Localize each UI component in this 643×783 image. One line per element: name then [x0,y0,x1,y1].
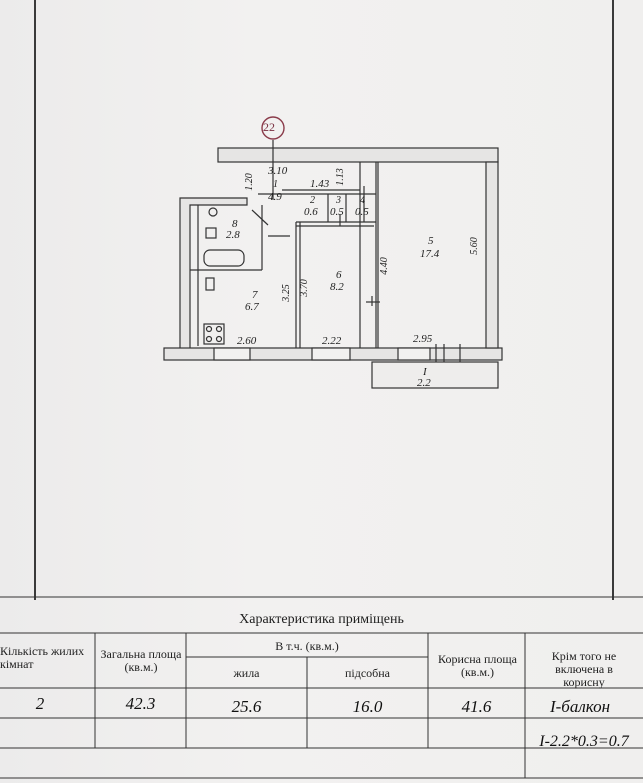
dim-room6-depth: 3.70 [298,279,310,297]
balcony-number: I [423,366,427,378]
room-6-number: 6 [336,269,342,281]
room-8-number: 8 [232,218,238,230]
plan-walls [163,140,503,389]
dim-room5-width: 2.95 [413,333,433,345]
dim-room5-inner: 4.40 [378,257,390,275]
room-2-number: 2 [310,195,315,206]
header-living-rooms: Кількість жилих кімнат [0,644,85,671]
value-living-rooms: 2 [35,694,45,713]
room-3-area: 0.5 [330,206,344,218]
value-living: 25.6 [231,697,262,716]
room-8-area: 2.8 [226,229,240,241]
dim-corridor-top: 3.10 [268,165,288,177]
dim-kitchen-depth: 3.25 [280,284,292,302]
room-5-number: 5 [428,235,434,247]
header-total-area: Загальна площа (кв.м.) [100,647,182,674]
value-formula: I-2.2*0.3=0.7 [539,733,629,750]
dim-room6-width: 2.22 [322,335,342,347]
room-3-number: 3 [336,195,341,206]
table-title: Характеристика приміщень [239,612,404,627]
header-including: В т.ч. (кв.м.) [275,639,339,653]
frame-border-left [34,0,36,600]
room-2-area: 0.6 [304,206,318,218]
axis-marker [261,116,285,140]
value-auxiliary: 16.0 [352,697,383,716]
header-useful-area: Корисна площа (кв.м.) [438,652,517,679]
room-6-area: 8.2 [330,281,344,293]
dim-corridor-left: 1.20 [243,173,255,191]
room-4-number: 4 [360,195,365,206]
frame-border-right [612,0,614,600]
room-1-area: 4.9 [268,191,282,203]
header-auxiliary: підсобна [344,666,391,680]
balcony-area: 2.2 [417,377,431,389]
floor-plan [163,116,503,389]
axis-marker-label: 22 [263,120,275,134]
value-useful-area: 41.6 [461,697,492,716]
room-7-number: 7 [252,289,258,301]
value-excluded: I-балкон [549,697,611,716]
room-7-area: 6.7 [245,301,259,313]
dim-kitchen-width: 2.60 [237,335,257,347]
room-5-area: 17.4 [420,248,440,260]
value-total-area: 42.3 [125,694,156,713]
header-living: жила [233,666,260,680]
dim-storage-depth: 1.13 [334,168,346,186]
room-4-area: 0.5 [355,206,369,218]
dim-storage-width: 1.43 [310,178,330,190]
room-1-number: 1 [273,179,278,190]
header-excluded: Крім того не включена в корисну [551,649,617,689]
dim-room5-depth: 5.60 [468,237,480,255]
